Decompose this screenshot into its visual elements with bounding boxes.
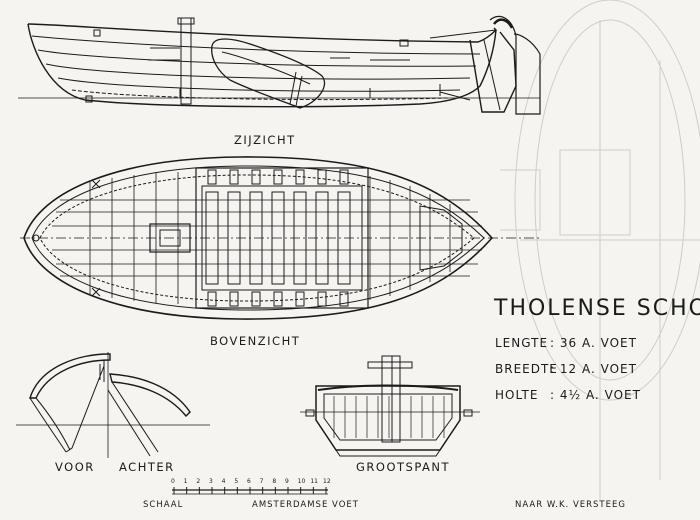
scale-tick-label: 2 [196, 478, 201, 485]
credit-text: NAAR W.K. VERSTEEG [515, 500, 626, 510]
midsection-label: GROOTSPANT [356, 460, 451, 474]
stern-section-label: ACHTER [119, 460, 175, 474]
scale-tick-label: 9 [285, 478, 289, 485]
scale-bar [172, 487, 328, 495]
midsection-view [300, 355, 480, 457]
spec-depth-value: : 4½ A. VOET [550, 388, 641, 402]
spec-width: BREEDTE: 12 A. VOET [495, 362, 637, 376]
hold-knee [251, 169, 261, 185]
spec-width-label: BREEDTE [495, 362, 558, 376]
hold-plank [205, 191, 219, 285]
scale-tick-label: 7 [259, 478, 264, 485]
scale-tick-label: 5 [234, 478, 239, 485]
hold-knee [207, 291, 217, 307]
spec-width-value: : 12 A. VOET [550, 362, 637, 376]
scale-tick-label: 11 [310, 478, 318, 485]
background-ghost-drawing [500, 0, 700, 500]
hold-knee [251, 291, 261, 307]
hold-plank [271, 191, 285, 285]
scale-tick-label: 12 [323, 478, 331, 485]
spec-depth: HOLTE : 4½ A. VOET [495, 388, 641, 402]
hold-knee [317, 291, 327, 307]
scale-unit: AMSTERDAMSE VOET [252, 500, 359, 510]
plan-title: THOLENSE SCHOUW [494, 296, 700, 321]
hold-knee [339, 169, 349, 185]
spec-depth-label: HOLTE [495, 388, 539, 402]
hold-knee [207, 169, 217, 185]
hold-knee [273, 169, 283, 185]
hold-plank [249, 191, 263, 285]
scale-label: SCHAAL [143, 500, 184, 510]
spec-length-value: : 36 A. VOET [550, 336, 637, 350]
side-view-label: ZIJZICHT [234, 133, 296, 147]
hold-knee [229, 291, 239, 307]
hold-knee [317, 169, 327, 185]
hold-plank [337, 191, 351, 285]
bow-section-label: VOOR [55, 460, 95, 474]
scale-tick-label: 4 [221, 478, 226, 485]
hold-plank [293, 191, 307, 285]
scale-tick-label: 3 [209, 478, 213, 485]
scale-tick-label: 8 [272, 478, 277, 485]
hold-knee [295, 169, 305, 185]
spec-length: LENGTE: 36 A. VOET [495, 336, 637, 350]
hold-plank [315, 191, 329, 285]
scale-tick-label: 1 [183, 478, 188, 485]
hold-knee [273, 291, 283, 307]
side-view [18, 15, 541, 115]
hold-knee [229, 169, 239, 185]
spec-length-label: LENGTE [495, 336, 549, 350]
top-view-label: BOVENZICHT [210, 334, 301, 348]
scale-tick-label: 0 [171, 478, 175, 485]
scale-tick-label: 10 [297, 478, 306, 485]
scale-tick-label: 6 [247, 478, 251, 485]
top-view [20, 156, 540, 320]
hold-knee [295, 291, 305, 307]
hold-plank [227, 191, 241, 285]
hold-knee [339, 291, 349, 307]
bow-stern-sections [16, 352, 210, 458]
